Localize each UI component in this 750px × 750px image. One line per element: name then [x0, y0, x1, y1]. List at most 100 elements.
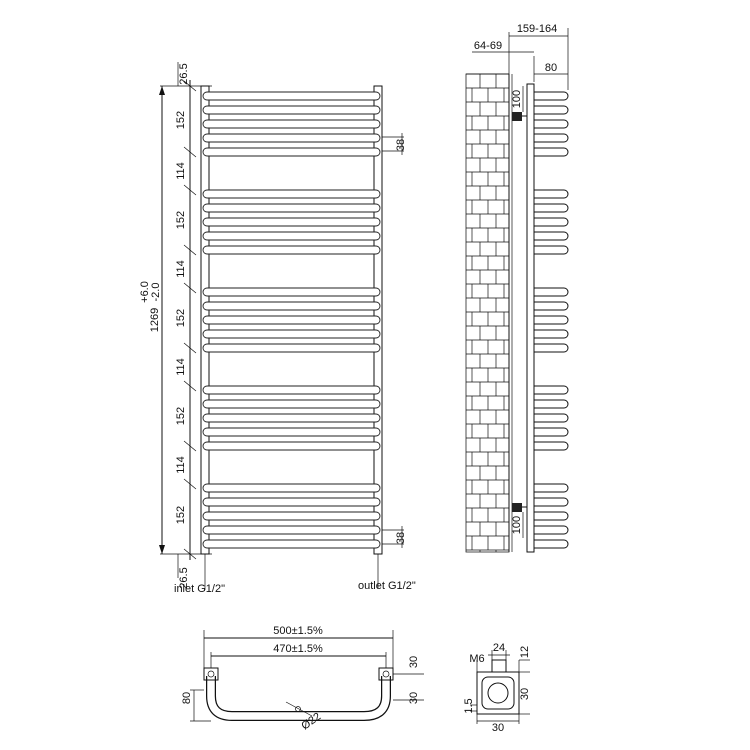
dim-tick [183, 80, 197, 92]
side-bar-loop [534, 427, 569, 437]
side-bar-loop [534, 301, 569, 311]
front-bar [202, 343, 381, 353]
front-bar [202, 441, 381, 451]
overall-height-tol-lower: -2.0 [150, 283, 162, 302]
side-bar-loop [534, 105, 569, 115]
front-bar [202, 91, 381, 101]
group-dim-label: 152 [175, 407, 187, 425]
overall-depth-label: 159-164 [517, 23, 557, 35]
side-bar-loop [534, 287, 569, 297]
bracket-body [476, 671, 520, 715]
bottom-connector-label: 38 [395, 532, 407, 544]
side-bar-loop [534, 399, 569, 409]
side-bar-loop [534, 231, 569, 241]
overall-height-tol-upper: +6.0 [139, 281, 151, 303]
bracket-inner [481, 676, 515, 710]
front-bar [202, 399, 381, 409]
front-bar [202, 245, 381, 255]
group-dim-ticks [183, 80, 197, 560]
side-view: 159-164 64-69 80 100 100 [465, 23, 569, 553]
outlet-label: outlet G1/2" [358, 580, 416, 592]
front-bar [202, 511, 381, 521]
bracket-detail-view: M6 24 12 1.5 30 30 [463, 642, 531, 734]
front-bar [202, 413, 381, 423]
group-dim-label: 114 [175, 260, 187, 278]
dim-tick [183, 478, 197, 490]
top-bracket [512, 112, 522, 121]
front-bar [202, 231, 381, 241]
side-bar-loop [534, 511, 569, 521]
side-bar-loop [534, 189, 569, 199]
front-bar [202, 147, 381, 157]
side-bar-loop [534, 441, 569, 451]
connector-offset-label: 30 [408, 692, 420, 704]
outer-width-label: 500±1.5% [273, 625, 323, 637]
side-bar-loop [534, 245, 569, 255]
side-bar-loop [534, 385, 569, 395]
overall-height-label: 1269 [149, 308, 161, 332]
front-bar [202, 119, 381, 129]
group-dim-label: 152 [175, 506, 187, 524]
side-bar-loop [534, 525, 569, 535]
front-bar [202, 105, 381, 115]
top-bracket-label: 100 [511, 90, 523, 108]
brick-wall [465, 73, 510, 553]
group-dim-label: 114 [175, 162, 187, 180]
group-dim-label: 114 [175, 456, 187, 474]
bracket-hole [487, 682, 509, 704]
front-bar [202, 287, 381, 297]
side-bar-loop [534, 343, 569, 353]
bracket-side-label: 30 [519, 688, 531, 700]
side-bar-loop [534, 217, 569, 227]
wall-offset-label: 64-69 [474, 40, 502, 52]
front-bar [202, 329, 381, 339]
side-bar-loop [534, 91, 569, 101]
front-bar-group [202, 91, 381, 549]
side-bar-loop [534, 133, 569, 143]
group-dim-label: 152 [175, 309, 187, 327]
dim-tick [183, 184, 197, 196]
dim-tick [183, 440, 197, 452]
bracket-height-top-label: 12 [519, 646, 531, 658]
inlet-label: inlet G1/2" [174, 583, 225, 595]
top-margin-label: 26.5 [178, 63, 190, 84]
inner-width-label: 470±1.5% [273, 643, 323, 655]
front-bar [202, 483, 381, 493]
front-bar [202, 427, 381, 437]
connector-height-label: 30 [408, 656, 420, 668]
screw-head [491, 659, 507, 673]
side-bar-loop [534, 147, 569, 157]
front-bar [202, 189, 381, 199]
side-bar-loop [534, 483, 569, 493]
bar-depth-label: 80 [545, 62, 557, 74]
top-view: 500±1.5% 470±1.5% 30 30 80 Ø22 [181, 625, 424, 732]
bracket-width-top-label: 24 [493, 642, 505, 654]
front-bar [202, 301, 381, 311]
depth-label: 80 [181, 692, 193, 704]
top-view-tube-outer [206, 676, 391, 721]
top-view-tube [207, 676, 390, 720]
side-bar-loop [534, 497, 569, 507]
dim-tick [183, 146, 197, 158]
group-dim-label: 114 [175, 358, 187, 376]
screw-size-label: M6 [469, 653, 484, 665]
bottom-bracket [512, 503, 522, 512]
side-bar-loop [534, 329, 569, 339]
side-bar-loops [534, 91, 569, 549]
side-bar-loop [534, 413, 569, 423]
dim-tick [183, 282, 197, 294]
dim-tick [183, 244, 197, 256]
side-bar-loop [534, 119, 569, 129]
front-bar [202, 525, 381, 535]
dim-tick [183, 342, 197, 354]
dim-tick [183, 380, 197, 392]
front-bar [202, 203, 381, 213]
front-bar [202, 385, 381, 395]
side-bar-loop [534, 539, 569, 549]
bracket-bottom-label: 30 [492, 722, 504, 734]
side-bar-loop [534, 315, 569, 325]
